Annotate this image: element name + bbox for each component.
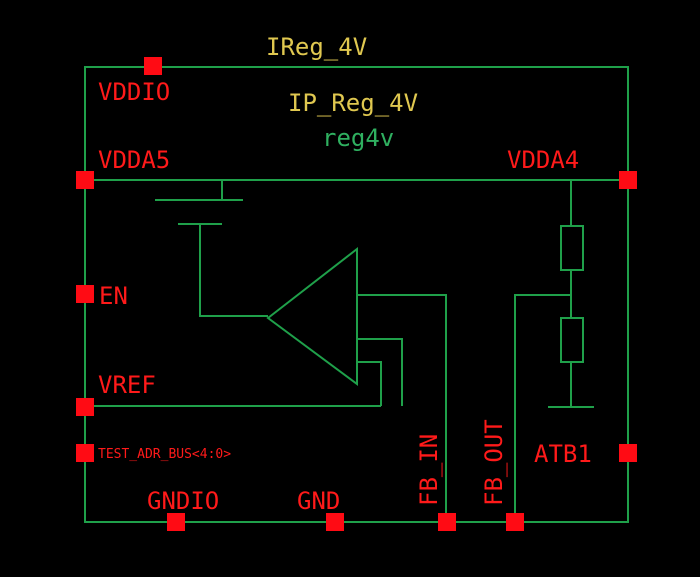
pin-label-fb-in: FB_IN <box>415 434 443 506</box>
pin-label-vref: VREF <box>98 371 156 399</box>
resistor-divider <box>514 180 594 522</box>
pin-vdda4[interactable] <box>619 171 637 189</box>
pin-label-gndio: GNDIO <box>147 487 219 515</box>
supply-rail <box>85 179 628 200</box>
pin-fb-out[interactable] <box>506 513 524 531</box>
pass-transistor <box>155 199 268 317</box>
pin-label-fb-out: FB_OUT <box>480 419 508 506</box>
pin-label-vdda4: VDDA4 <box>507 146 579 174</box>
instance-name: IP_Reg_4V <box>288 89 418 117</box>
pin-test-adr-bus[interactable] <box>76 444 94 462</box>
cell-name: IReg_4V <box>266 33 367 61</box>
pin-gnd[interactable] <box>326 513 344 531</box>
pin-gndio[interactable] <box>167 513 185 531</box>
pin-label-test-adr-bus: TEST_ADR_BUS<4:0> <box>98 447 231 462</box>
pin-label-atb1: ATB1 <box>534 440 592 468</box>
pin-vref[interactable] <box>76 398 94 416</box>
pin-atb1[interactable] <box>619 444 637 462</box>
pin-vddio[interactable] <box>144 57 162 75</box>
view-name: reg4v <box>322 124 394 152</box>
error-amplifier <box>266 246 447 522</box>
pin-fb-in[interactable] <box>438 513 456 531</box>
pin-en[interactable] <box>76 285 94 303</box>
pin-label-en: EN <box>99 282 128 310</box>
pin-label-gnd: GND <box>297 487 340 515</box>
pin-label-vddio: VDDIO <box>98 78 170 106</box>
pin-vdda5[interactable] <box>76 171 94 189</box>
pin-label-vdda5: VDDA5 <box>98 146 170 174</box>
